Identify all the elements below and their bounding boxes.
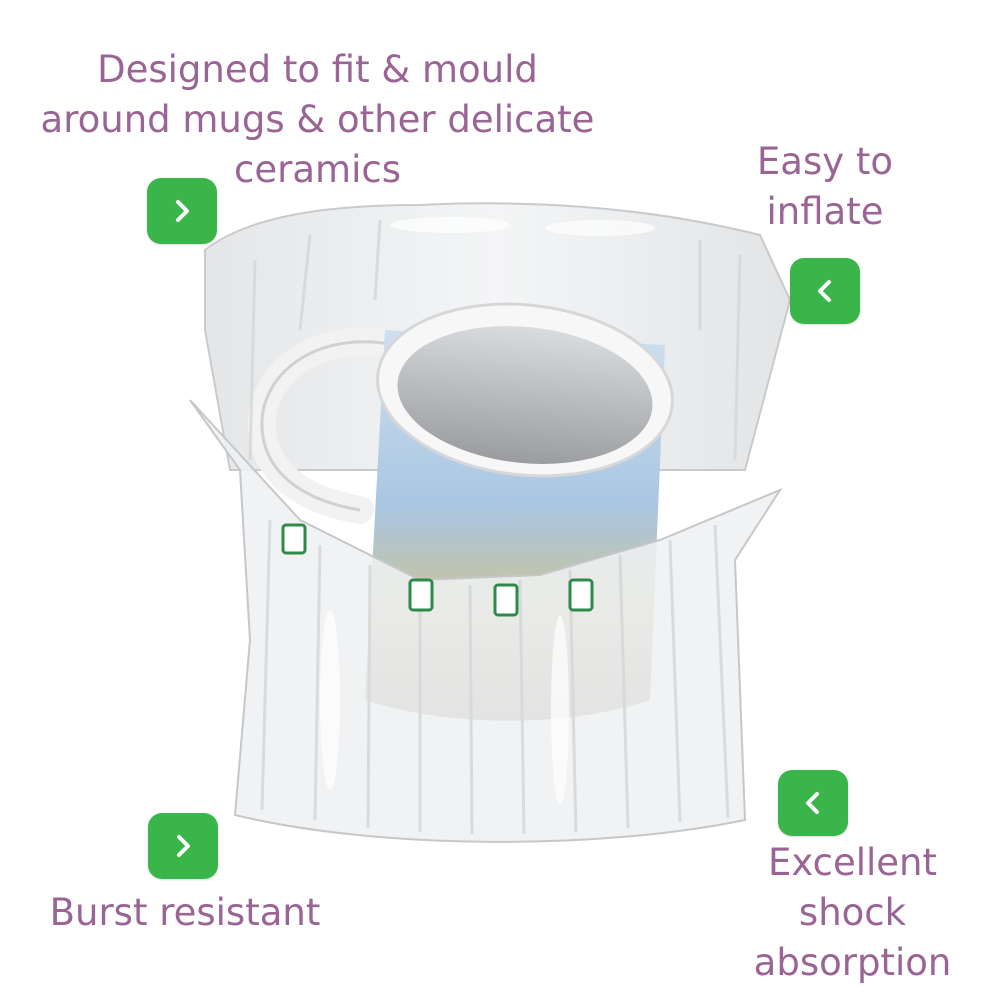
pointer-button-easy-inflate <box>790 258 860 324</box>
caption-burst-resistant: Burst resistant <box>49 891 321 934</box>
pointer-button-fit-mould <box>147 178 217 244</box>
caption-easy-inflate: Easy to inflate <box>756 140 894 233</box>
chevron-right-icon <box>177 835 190 857</box>
bag-lower <box>189 399 783 843</box>
pointer-button-burst-resistant <box>148 813 218 879</box>
mug-handle <box>247 327 409 524</box>
chevron-left-icon <box>818 280 831 302</box>
chevron-right-icon <box>176 200 189 222</box>
valve-tabs <box>281 523 594 617</box>
chevron-left-icon <box>806 792 819 814</box>
bag-upper <box>204 202 792 471</box>
caption-shock-absorption: Excellent shock absorption <box>753 841 952 984</box>
caption-fit-mould: Designed to fit & mould around mugs & ot… <box>40 48 595 191</box>
air-columns <box>248 219 742 835</box>
mug-rim <box>376 302 674 478</box>
pointer-button-shock-absorption <box>778 770 848 836</box>
mug-body <box>365 330 665 721</box>
